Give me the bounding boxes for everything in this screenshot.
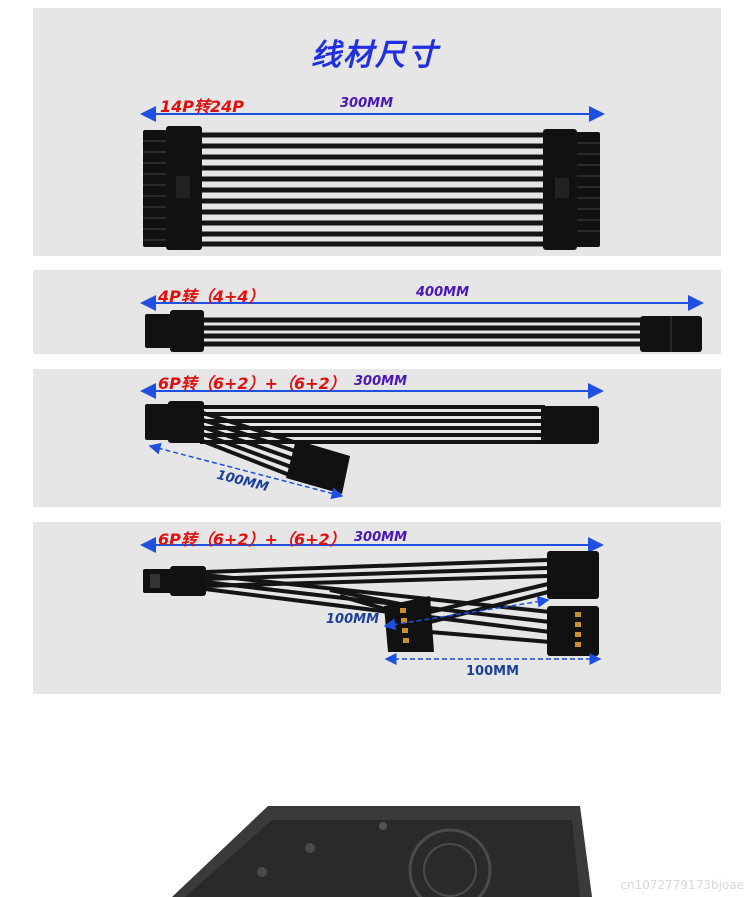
connector-6plus2-c (384, 596, 434, 652)
connector-14p (143, 126, 202, 250)
cable-3-label: 6P转（6+2）+（6+2） (158, 374, 346, 393)
cable-4-label: 6P转（6+2）+（6+2） (158, 530, 346, 549)
cable-2-length: 400MM (416, 285, 470, 300)
cable-3-length: 300MM (354, 374, 408, 389)
connector-6plus2-a (541, 406, 599, 444)
connector-6plus2-b (547, 606, 599, 656)
cable-1-label: 14P转24P (160, 97, 244, 116)
cable-bundle-main (200, 405, 545, 444)
cable-2-label: 4P转（4+4） (158, 287, 265, 306)
page-title: 线材尺寸 (311, 38, 439, 73)
watermark: cn1072779173bjoae (620, 878, 744, 892)
connector-4p (145, 310, 204, 352)
connector-6plus2-b (286, 440, 350, 494)
dimension-arrow-branch (383, 595, 550, 631)
connector-6plus2-a (547, 551, 599, 599)
cable-4-branch-length-1: 100MM (326, 612, 380, 627)
cable-4-length: 300MM (354, 530, 408, 545)
cable-bundle-main (204, 558, 551, 644)
cable-bundle-4p (200, 317, 645, 347)
power-supply-image (172, 806, 592, 897)
cable-1-length: 300MM (340, 96, 394, 111)
cable-bundle-24p (200, 132, 548, 247)
cable-4-branch-length-2: 100MM (466, 664, 520, 679)
connector-6p (145, 401, 204, 443)
connector-24p (543, 129, 600, 250)
dimension-arrow-branch (148, 442, 344, 500)
